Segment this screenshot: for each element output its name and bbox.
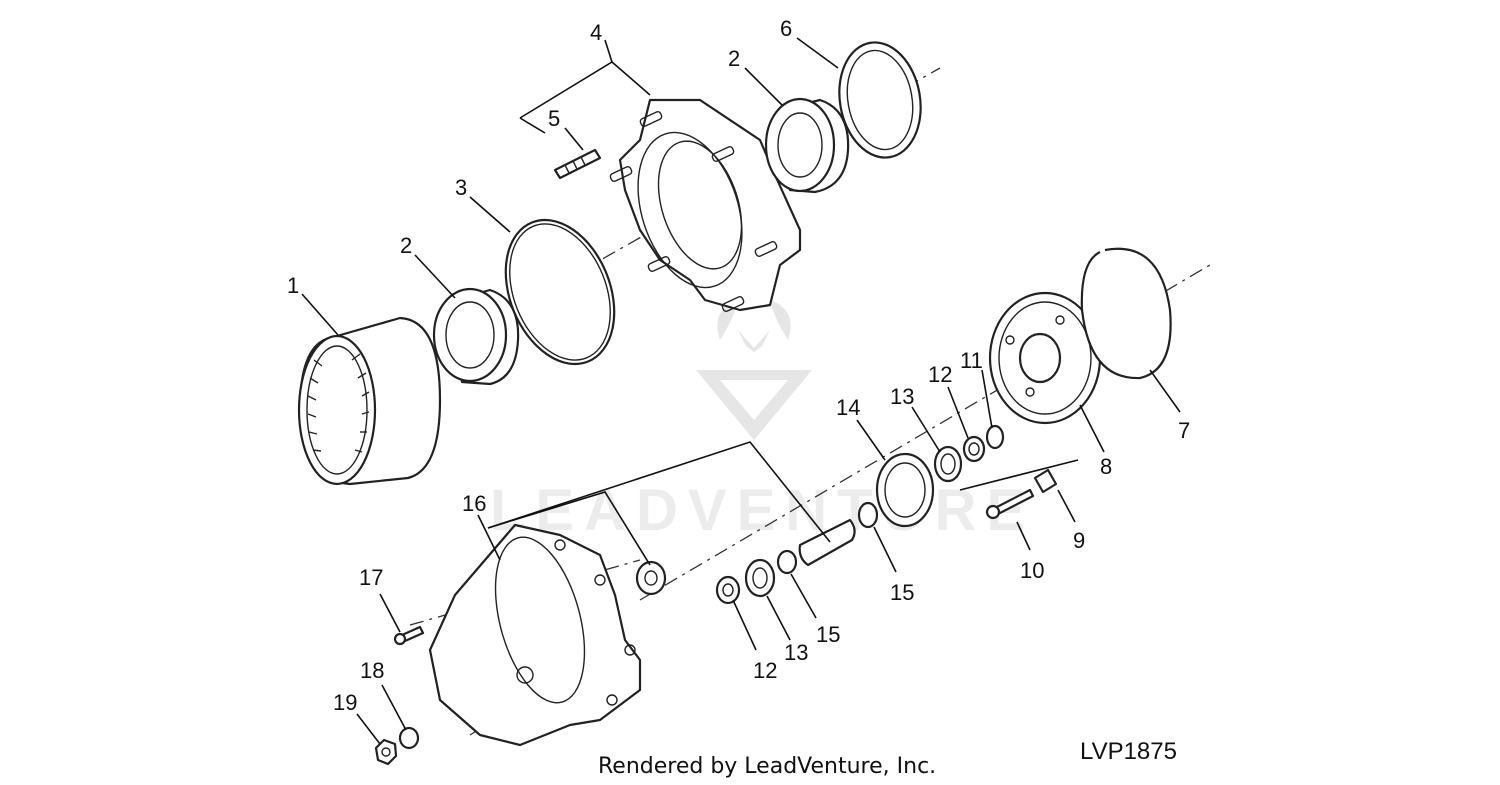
- callout-15-upper: 15: [890, 580, 914, 605]
- callout-7: 7: [1178, 418, 1190, 443]
- planet-gear-part-14: [875, 452, 935, 528]
- watermark-text: LEADVENTURE: [490, 478, 1035, 543]
- thrust-washer-part-16: [635, 560, 667, 596]
- bushing-part-9: [1033, 468, 1058, 494]
- leadventure-watermark: LEADVENTURE: [490, 300, 1035, 543]
- bearing-part-2-upper: [764, 97, 850, 194]
- bolt-part-10: [985, 488, 1035, 520]
- carrier-part-8: [988, 291, 1102, 425]
- callout-2-upper: 2: [728, 46, 740, 71]
- bearing-part-2-lower: [432, 287, 520, 386]
- callout-8: 8: [1100, 454, 1112, 479]
- bolt-part-17: [393, 625, 425, 646]
- ring-gear-part-1: [297, 316, 442, 486]
- snap-ring-part-11: [985, 424, 1005, 450]
- callout-5: 5: [548, 106, 560, 131]
- callout-labels: 1 2 2 3 4 5 6 7 8 9 10 11 12 12 13 13 14…: [287, 16, 1190, 715]
- callout-12-lower: 12: [753, 658, 777, 683]
- callout-15-lower: 15: [816, 622, 840, 647]
- leader-lines: [301, 37, 1181, 745]
- callout-2-lower: 2: [400, 233, 412, 258]
- callout-16: 16: [462, 491, 486, 516]
- callout-18: 18: [360, 658, 384, 683]
- callout-11: 11: [960, 348, 983, 373]
- o-ring-part-3: [504, 218, 616, 366]
- snap-ring-part-15-upper: [857, 501, 879, 529]
- washer-part-18: [398, 726, 420, 750]
- plug-part-19: [374, 738, 398, 766]
- callout-13-lower: 13: [784, 640, 808, 665]
- callout-3: 3: [455, 175, 467, 200]
- rendered-by-credit: Rendered by LeadVenture, Inc.: [598, 754, 936, 779]
- diagram-code: LVP1875: [1080, 738, 1177, 765]
- callout-17: 17: [359, 565, 383, 590]
- callout-19: 19: [333, 690, 357, 715]
- callout-4: 4: [590, 20, 602, 45]
- callout-12-upper: 12: [928, 362, 952, 387]
- callout-14: 14: [836, 395, 860, 420]
- callout-6: 6: [780, 16, 792, 41]
- callout-10: 10: [1020, 558, 1044, 583]
- needle-bearing-part-13-lower: [744, 558, 776, 598]
- end-housing-part-16: [428, 523, 642, 747]
- washer-part-12-upper: [962, 435, 986, 463]
- snap-ring-part-7: [1080, 247, 1172, 380]
- callout-9: 9: [1073, 528, 1085, 553]
- stud-part-5: [553, 148, 602, 180]
- callout-1: 1: [287, 273, 299, 298]
- callout-13-upper: 13: [890, 384, 914, 409]
- seal-part-6: [838, 41, 922, 159]
- washer-part-12-lower: [715, 575, 741, 605]
- planet-pin: [798, 518, 856, 567]
- needle-bearing-part-13-upper: [933, 445, 963, 483]
- snap-ring-part-15-lower: [776, 549, 798, 575]
